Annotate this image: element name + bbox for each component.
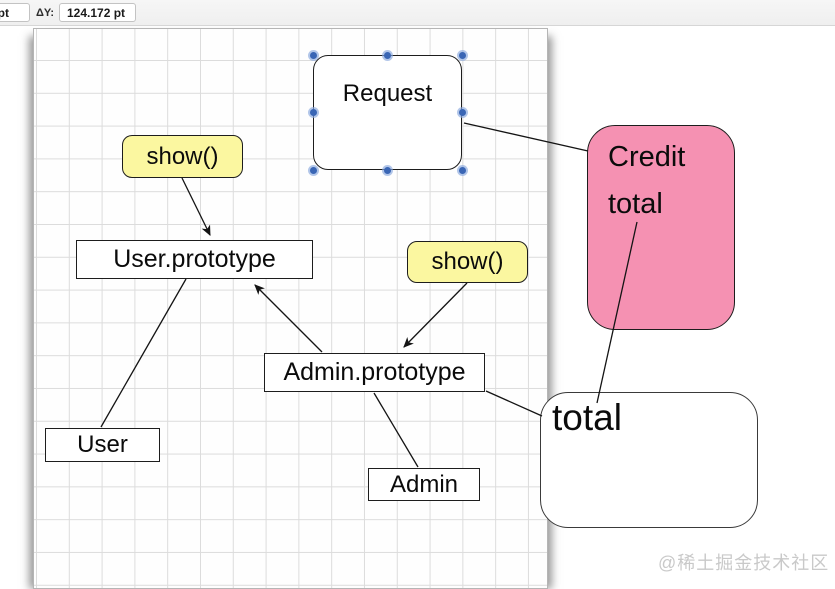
toolbar: ΔY: [0,0,835,26]
node-show-2[interactable]: show() [407,241,528,283]
node-admin[interactable]: Admin [368,468,480,501]
toolbar-left-value-input[interactable] [0,3,30,22]
connector-show1-to-user-prototype[interactable] [181,177,211,236]
connector-admin-to-admin-prototype[interactable] [373,392,419,468]
node-show-1-label: show() [146,142,219,170]
node-user-prototype-label: User.prototype [113,245,276,274]
node-credit-total-label: Credit total [608,141,686,220]
node-credit-total[interactable]: Credit total [587,125,735,330]
selection-handle-top-center[interactable] [384,52,391,59]
selection-handle-mid-left[interactable] [310,109,317,116]
connector-show2-to-admin-prototype[interactable] [403,282,468,348]
delta-y-label: ΔY: [36,7,55,19]
node-request[interactable]: Request [313,55,462,170]
node-show-1[interactable]: show() [122,135,243,178]
selection-handle-mid-right[interactable] [459,109,466,116]
node-total[interactable]: total [540,392,758,528]
connector-admin-prototype-to-total[interactable] [485,390,543,417]
node-total-label: total [552,397,622,438]
canvas-page[interactable] [33,28,548,589]
node-admin-prototype-label: Admin.prototype [283,358,466,387]
node-request-label: Request [342,80,433,107]
node-show-2-label: show() [431,248,504,276]
connector-admin-prototype-to-user-prototype[interactable] [254,284,323,353]
connector-request-to-credit[interactable] [463,122,589,152]
selection-handle-top-right[interactable] [459,52,466,59]
selection-handle-bottom-left[interactable] [310,167,317,174]
node-admin-prototype[interactable]: Admin.prototype [264,353,485,392]
connector-credit-to-total[interactable] [596,221,638,404]
node-user-label: User [77,431,128,459]
node-admin-label: Admin [389,470,459,498]
delta-y-input[interactable] [59,3,136,22]
node-user-prototype[interactable]: User.prototype [76,240,313,279]
selection-handle-bottom-right[interactable] [459,167,466,174]
watermark-text: @稀土掘金技术社区 [658,553,830,573]
selection-handle-top-left[interactable] [310,52,317,59]
connector-user-to-user-prototype[interactable] [100,278,187,428]
selection-handle-bottom-center[interactable] [384,167,391,174]
node-user[interactable]: User [45,428,160,462]
